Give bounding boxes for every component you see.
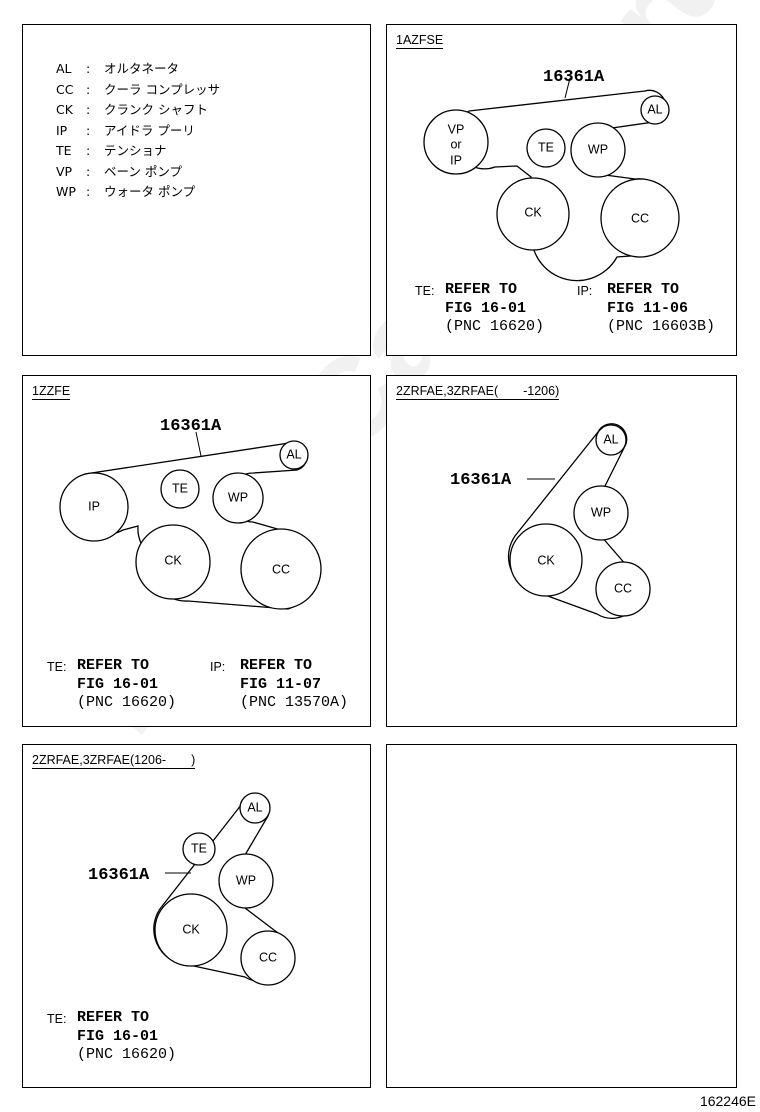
pulley-te [160, 469, 200, 509]
panel-1zzfe: 1ZZFE 16361A IP TE AL WP CK CC TE: REFER… [22, 375, 371, 727]
belt-diagram-2zrfae-early: 16361A AL WP CK CC [450, 423, 651, 619]
pulley-vp [423, 109, 489, 175]
pulley-label-wp: WP [591, 505, 611, 519]
legend-row: AL: オルタネータ [56, 59, 220, 80]
pulley-ip [59, 472, 129, 542]
pulley-label-te: TE [538, 140, 554, 154]
panel-title: 2ZRFAE,3ZRFAE( -1206) [396, 384, 560, 400]
pulley-wp [573, 485, 629, 541]
legend-separator: : [86, 143, 91, 158]
reference-te: TE: REFER TO FIG 16-01 (PNC 16620) [47, 657, 177, 711]
reference-ip: IP: REFER TO FIG 11-06 (PNC 16603B) [577, 281, 716, 335]
part-label-16361a: 16361A [450, 471, 512, 490]
legend-name: ウォータ ポンプ [104, 184, 196, 199]
pulley-ck [154, 893, 228, 967]
legend-separator: : [86, 163, 91, 179]
pulley-label-ck: CK [182, 922, 200, 936]
pulley-label-vp: VP [448, 122, 465, 136]
legend-separator: : [86, 61, 91, 76]
legend-panel: AL: オルタネータ CC: クーラ コンプレッサ CK: クランク シャフト IP: アイド… [22, 24, 371, 356]
pulley-cc [240, 930, 296, 986]
reference-te: TE: REFER TO FIG 16-01 (PNC 16620) [47, 1009, 177, 1063]
pulley-label-al: AL [603, 432, 618, 446]
pulley-label-te: TE [191, 841, 207, 855]
pulley-al [640, 95, 670, 125]
legend-name: オルタネータ [104, 61, 180, 76]
legend-list: AL: オルタネータ CC: クーラ コンプレッサ CK: クランク シャフト IP: アイド… [56, 59, 220, 203]
belt-diagram-2zrfae-late: 16361A TE AL WP CK CC [88, 792, 296, 986]
pulley-ck [509, 523, 583, 597]
reference-te: TE: REFER TO FIG 16-01 (PNC 16620) [415, 281, 545, 335]
pulley-label-ck: CK [537, 553, 555, 567]
panel-title: 2ZRFAE,3ZRFAE(1206- ) [32, 753, 196, 769]
pulley-cc [595, 561, 651, 617]
legend-abbr: WP [56, 184, 76, 199]
pulley-al [239, 792, 271, 824]
part-label-16361a: 16361A [160, 417, 222, 436]
pulley-label-vp-or: or [450, 137, 461, 151]
panel-title: 1ZZFE [32, 384, 71, 400]
legend-separator: : [86, 81, 91, 97]
legend-row: WP: ウォータ ポンプ [56, 182, 220, 203]
pulley-wp [218, 853, 274, 909]
pulley-label-wp: WP [588, 142, 608, 156]
panel-title: 1AZFSE [396, 33, 444, 49]
legend-abbr: AL [56, 61, 72, 76]
panel-2zrfae-to-1206: 2ZRFAE,3ZRFAE( -1206) 16361A AL WP CK CC [386, 375, 737, 727]
reference-ip: IP: REFER TO FIG 11-07 (PNC 13570A) [210, 657, 349, 711]
legend-name: アイドラ プーリ [104, 122, 195, 138]
pulley-wp [570, 122, 626, 178]
pulley-te [182, 832, 216, 866]
legend-abbr: CK [56, 102, 73, 117]
pulley-label-wp: WP [228, 490, 248, 504]
pulley-label-te: TE [172, 481, 188, 495]
legend-separator: : [86, 184, 91, 199]
pulley-label-ip: IP [88, 499, 100, 513]
legend-name: ベーン ポンプ [104, 163, 182, 179]
legend-row: IP: アイドラ プーリ [56, 121, 220, 142]
legend-row: TE: テンショナ [56, 141, 220, 162]
pulley-label-cc: CC [272, 562, 290, 576]
pulley-wp [212, 472, 264, 524]
belt-diagram-1azfse: 16361A VP or IP TE AL WP CK CC [423, 68, 680, 282]
panel-1azfse: 1AZFSE 16361A VP or IP TE AL WP CK CC TE… [386, 24, 737, 356]
legend-abbr: VP [56, 163, 73, 179]
pulley-cc [600, 178, 680, 258]
pulley-label-cc: CC [614, 581, 632, 595]
legend-name: テンショナ [104, 143, 167, 158]
leader-line [564, 77, 571, 99]
pulley-label-cc: CC [631, 211, 649, 225]
pulley-al [279, 440, 309, 470]
pulley-label-wp: WP [236, 873, 256, 887]
legend-row: CK: クランク シャフト [56, 100, 220, 121]
part-label-16361a: 16361A [88, 866, 150, 885]
pulley-cc [240, 528, 322, 610]
pulley-label-ck: CK [524, 205, 542, 219]
panel-2zrfae-from-1206: 2ZRFAE,3ZRFAE(1206- ) 16361A TE AL WP CK… [22, 744, 371, 1088]
pulley-label-ip: IP [450, 153, 462, 167]
leader-line [195, 431, 202, 457]
legend-separator: : [86, 122, 91, 138]
legend-abbr: CC [56, 81, 74, 97]
legend-name: クーラ コンプレッサ [104, 81, 221, 97]
document-number: 162246E [699, 1093, 756, 1109]
pulley-ck [496, 177, 570, 251]
legend-name: クランク シャフト [104, 102, 208, 117]
legend-row: CC: クーラ コンプレッサ [56, 80, 220, 101]
legend-separator: : [86, 102, 91, 117]
pulley-te [526, 128, 566, 168]
empty-panel [386, 744, 737, 1088]
pulley-label-al: AL [647, 102, 662, 116]
pulley-ck [135, 524, 211, 600]
legend-abbr: IP [56, 122, 68, 138]
pulley-label-ck: CK [164, 553, 182, 567]
pulley-al [595, 424, 627, 456]
part-label-16361a: 16361A [543, 68, 605, 87]
legend-row: VP: ベーン ポンプ [56, 162, 220, 183]
pulley-label-al: AL [247, 800, 262, 814]
pulley-label-al: AL [286, 447, 301, 461]
pulley-label-cc: CC [259, 950, 277, 964]
legend-abbr: TE [56, 143, 72, 158]
belt-diagram-1zzfe: 16361A IP TE AL WP CK CC [59, 417, 322, 610]
